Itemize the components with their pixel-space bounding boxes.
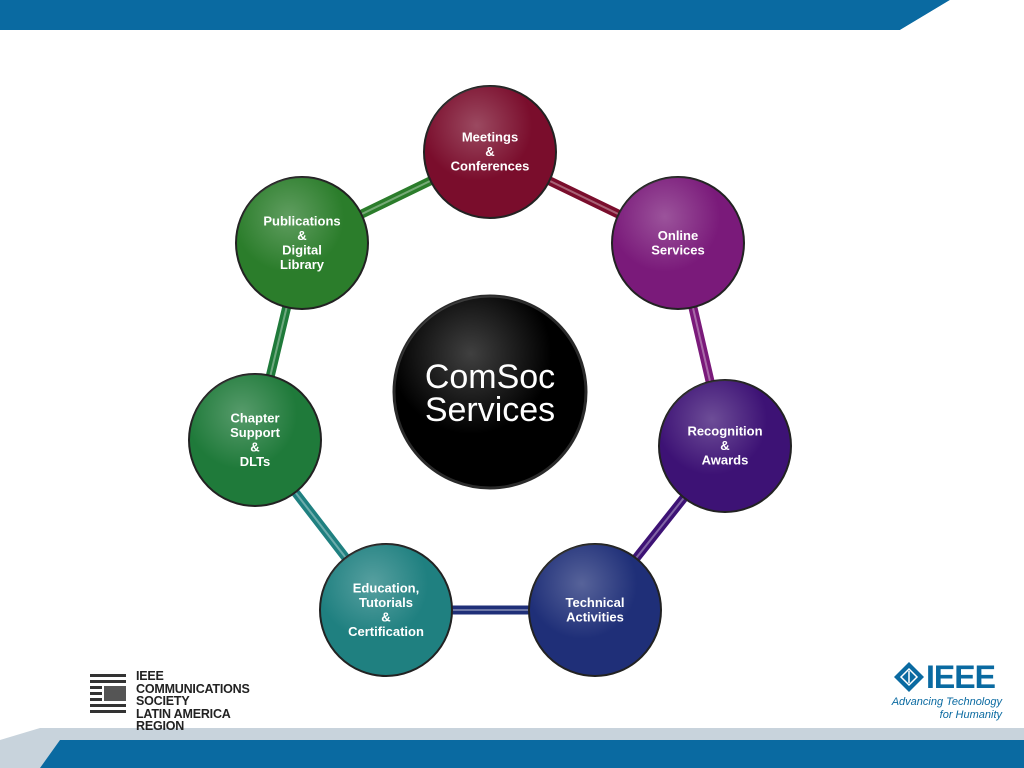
service-node-label: Tutorials: [359, 595, 413, 610]
service-node-meetings: Meetings&Conferences: [423, 85, 557, 219]
service-node-shine: [424, 86, 556, 218]
service-node-label: &: [381, 609, 390, 624]
logo-text-region: LATIN AMERICA REGION: [136, 706, 231, 733]
service-node-label: Activities: [566, 609, 624, 624]
center-node: ComSoc Services: [392, 294, 588, 490]
logo-text-ieee: IEEE: [136, 669, 164, 683]
service-node-label: &: [297, 228, 306, 243]
service-node-recognition: Recognition&Awards: [658, 379, 792, 513]
service-node-label: Chapter: [230, 410, 279, 425]
service-node-education: Education,Tutorials&Certification: [319, 543, 453, 677]
service-node-label: Support: [230, 425, 280, 440]
ieee-comsoc-logo: IEEE COMMUNICATIONS SOCIETY LATIN AMERIC…: [90, 669, 260, 732]
service-node-label: Awards: [702, 453, 749, 468]
service-node-label: Conferences: [451, 159, 530, 174]
ieee-wordmark: IEEE: [926, 659, 996, 695]
service-node-shine: [612, 177, 744, 309]
ieee-tagline-line2: for Humanity: [939, 709, 1002, 721]
service-node-label: Recognition: [687, 424, 762, 439]
service-node-label: Publications: [263, 213, 340, 228]
service-node-label: Meetings: [462, 130, 518, 145]
center-title-line1: ComSoc: [425, 358, 555, 396]
ieee-tagline-line1: Advancing Technology: [891, 696, 1002, 708]
logo-text-society: SOCIETY: [136, 694, 190, 708]
bottom-banner: [0, 728, 1024, 768]
service-node-label: Library: [280, 257, 325, 272]
service-node-label: Technical: [565, 595, 624, 610]
service-node-shine: [659, 380, 791, 512]
service-node-label: &: [250, 439, 259, 454]
service-node-shine: [236, 177, 368, 309]
ieee-tagline: Advancing Technology for Humanity: [890, 696, 1002, 722]
service-node-label: DLTs: [240, 454, 271, 469]
service-node-shine: [529, 544, 661, 676]
logo-text-communications: COMMUNICATIONS: [136, 681, 250, 696]
service-node-label: Certification: [348, 624, 424, 639]
top-banner: [0, 0, 1024, 30]
ieee-logo: IEEE Advancing Technology for Humanity: [890, 660, 1010, 724]
service-node-label: Digital: [282, 242, 322, 257]
service-node-label: Online: [658, 228, 698, 243]
service-node-label: &: [720, 438, 729, 453]
service-node-label: &: [485, 144, 494, 159]
comsoc-logo-icon: [90, 672, 126, 718]
service-node-label: Services: [651, 242, 705, 257]
ieee-diamond-icon: [894, 662, 924, 692]
service-node-label: Education,: [353, 580, 419, 595]
center-title-line2: Services: [425, 391, 555, 429]
service-node-shine: [320, 544, 452, 676]
service-node-shine: [189, 374, 321, 506]
